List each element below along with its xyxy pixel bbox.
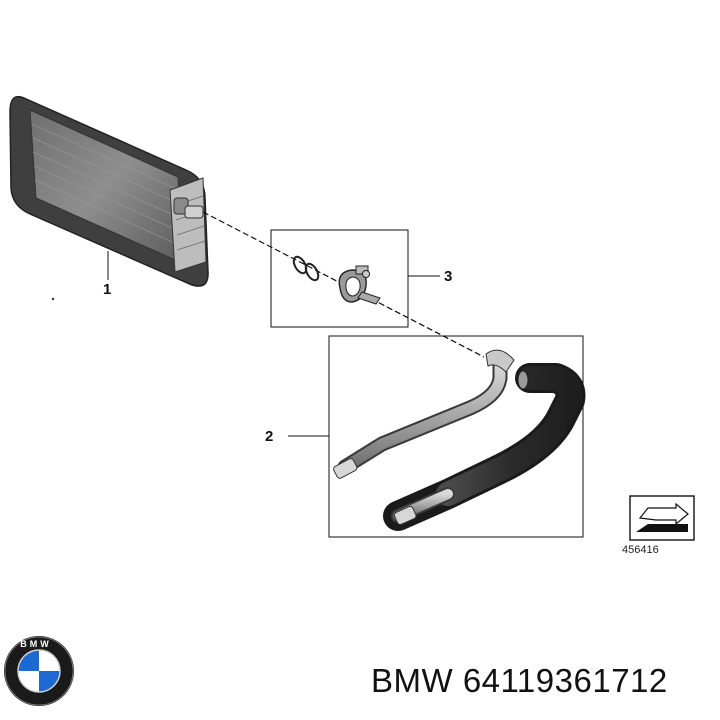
heater-core (9, 95, 209, 287)
spring-clip (338, 265, 381, 305)
logo-lettering: BMW (20, 639, 52, 649)
o-rings (292, 255, 320, 282)
stray-dot (51, 297, 55, 301)
reference-number: 456416 (622, 544, 659, 556)
svg-text:BMW: BMW (20, 639, 52, 649)
callout-3-label: 3 (444, 268, 453, 285)
reference-symbol-icon (629, 495, 695, 541)
metal-pipe (333, 349, 515, 479)
rubber-hose (383, 363, 586, 531)
bmw-logo: BMW (4, 636, 74, 706)
callout-2-label: 2 (265, 428, 274, 445)
part-number-label: BMW 64119361712 (371, 662, 668, 699)
callout-1-label: 1 (103, 281, 112, 298)
callout-3-box (270, 229, 409, 328)
